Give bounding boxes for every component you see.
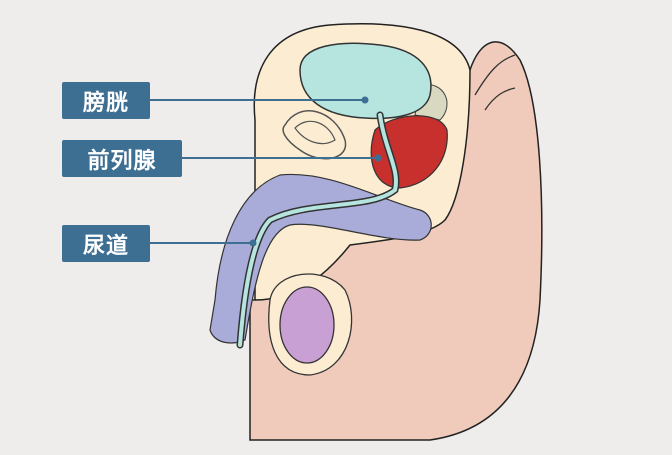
testis (279, 286, 335, 364)
label-urethra: 尿道 (62, 225, 150, 262)
bladder-dot (361, 96, 369, 104)
urethra-dot (249, 239, 257, 247)
prostate-gland (370, 115, 448, 189)
label-bladder: 膀胱 (62, 82, 150, 119)
rectum-fold (474, 54, 516, 111)
label-prostate: 前列腺 (62, 140, 182, 177)
penis (209, 173, 432, 344)
urethra-lumen (238, 113, 398, 347)
pelvic-bone-inner (294, 120, 336, 145)
prostate-dot (374, 154, 382, 162)
pelvic-bone (282, 110, 347, 160)
